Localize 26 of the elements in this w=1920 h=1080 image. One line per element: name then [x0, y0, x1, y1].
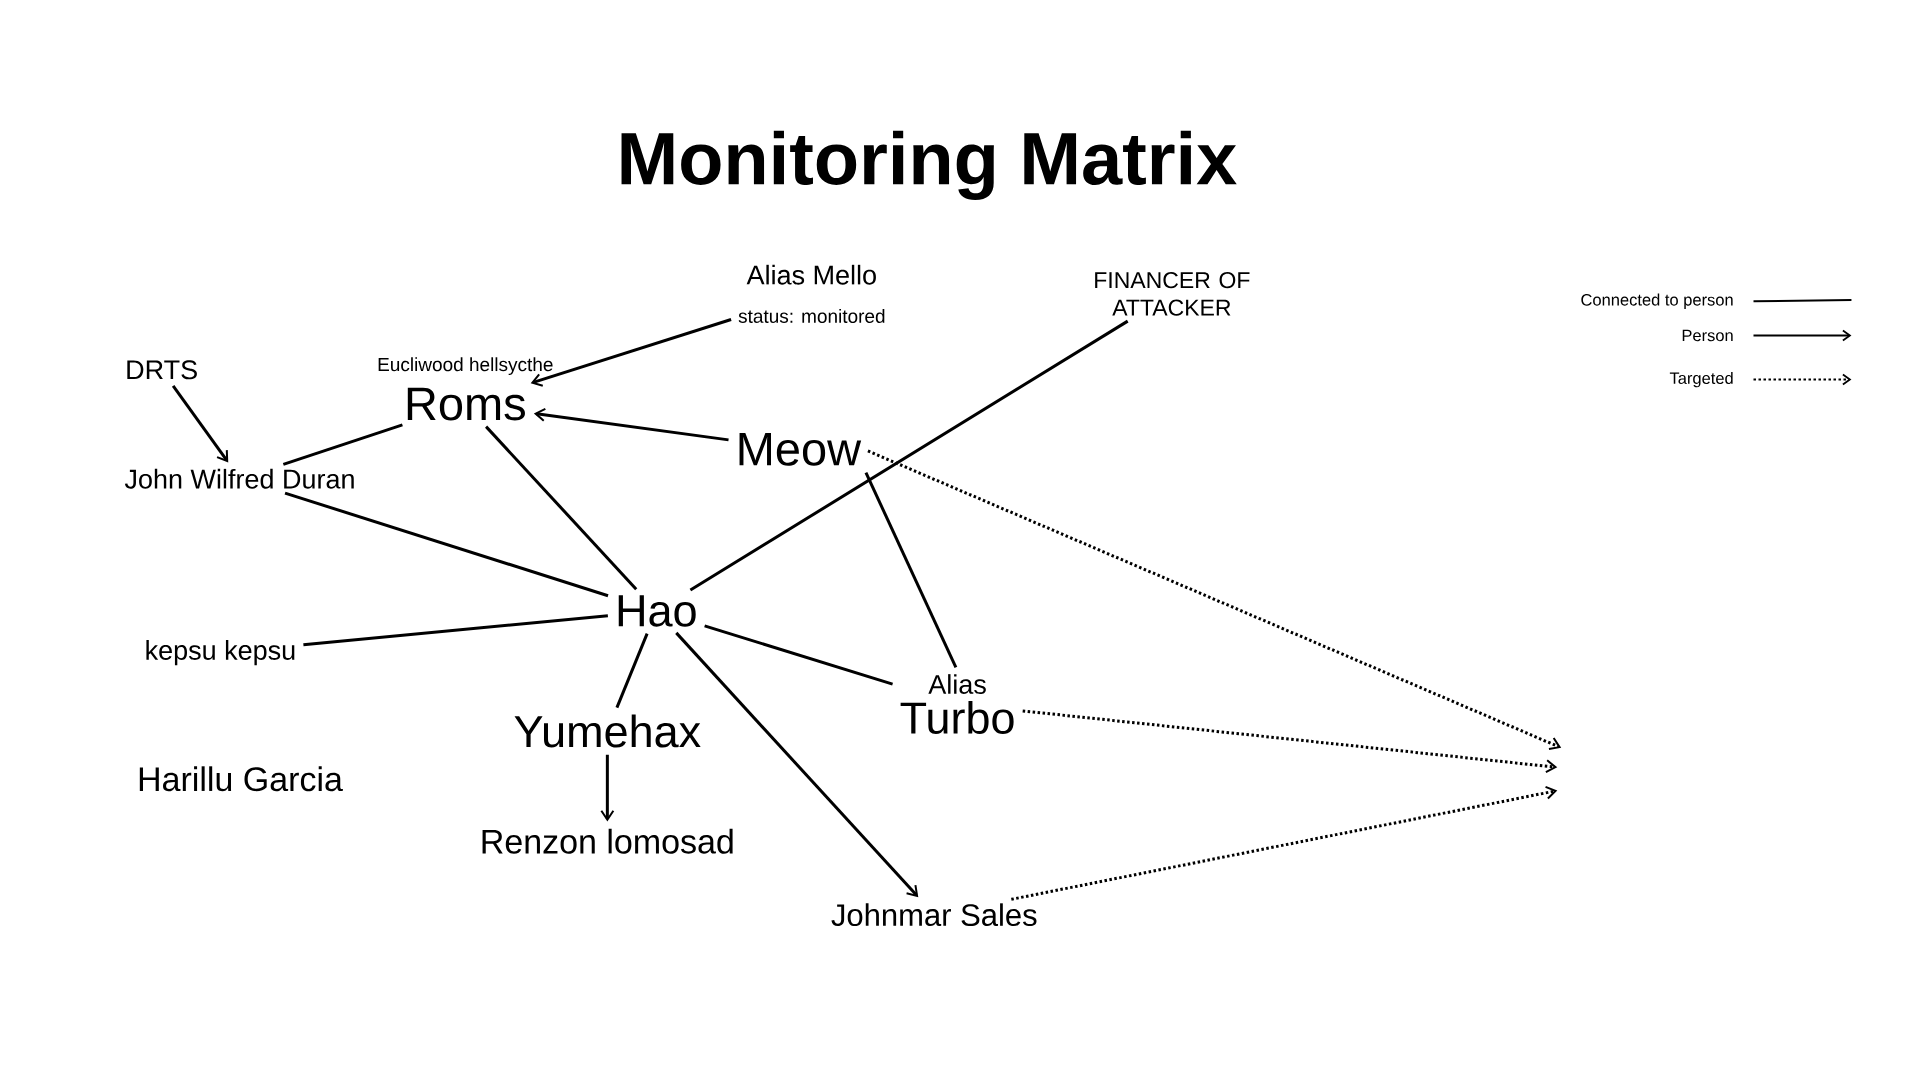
name-label: Alias Mello status: monitored — [738, 264, 885, 323]
name-label: Hao — [618, 595, 696, 627]
connector-arrow — [533, 407, 729, 442]
name-label: kepsu kepsu — [146, 640, 295, 666]
connector-arrow — [600, 754, 615, 822]
connector-arrow — [1022, 709, 1558, 774]
name-label: Harillu Garcia — [139, 766, 343, 792]
connector-arrow — [530, 318, 732, 387]
title: Monitoring Matrix — [621, 130, 1237, 200]
name-label: FINANCER OF ATTACKER — [1095, 271, 1250, 316]
legend-label: Connected to person — [1581, 293, 1733, 309]
name-label: Yumehax — [514, 714, 701, 748]
name-label: Roms — [407, 387, 525, 421]
name-label: Meow — [739, 433, 862, 466]
name-label: Alias Turbo — [900, 674, 1014, 735]
legend-label: Person — [1682, 329, 1733, 342]
name-label: Renzon lomosad — [482, 828, 733, 854]
name-label: John Wilfred Duran — [124, 468, 354, 489]
connector-arrow — [171, 384, 229, 463]
connector-arrow — [675, 631, 919, 898]
name-label: DRTS — [127, 360, 197, 380]
name-label: Johnmar Sales — [831, 903, 1037, 927]
connector-arrow — [867, 449, 1562, 751]
connector-arrow — [1011, 785, 1558, 901]
legend-label: Targeted — [1669, 371, 1733, 388]
alias-label: Eucliwood hellsycthe — [378, 357, 553, 375]
